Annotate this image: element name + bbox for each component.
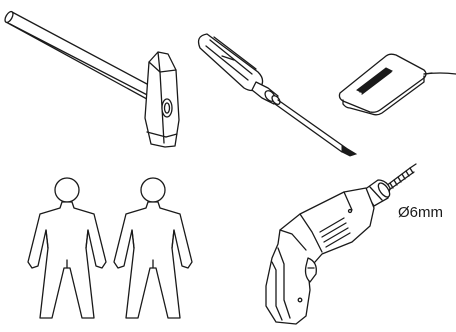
person-right-icon [113,177,193,319]
drill-bit-size-label: Ø6mm [398,204,443,221]
screwdriver-icon [197,33,358,157]
two-persons-icon [27,177,193,319]
person-left-icon [27,177,107,319]
stud-finder-icon [338,53,456,116]
power-drill-icon [265,163,417,325]
hammer-icon [4,10,180,148]
